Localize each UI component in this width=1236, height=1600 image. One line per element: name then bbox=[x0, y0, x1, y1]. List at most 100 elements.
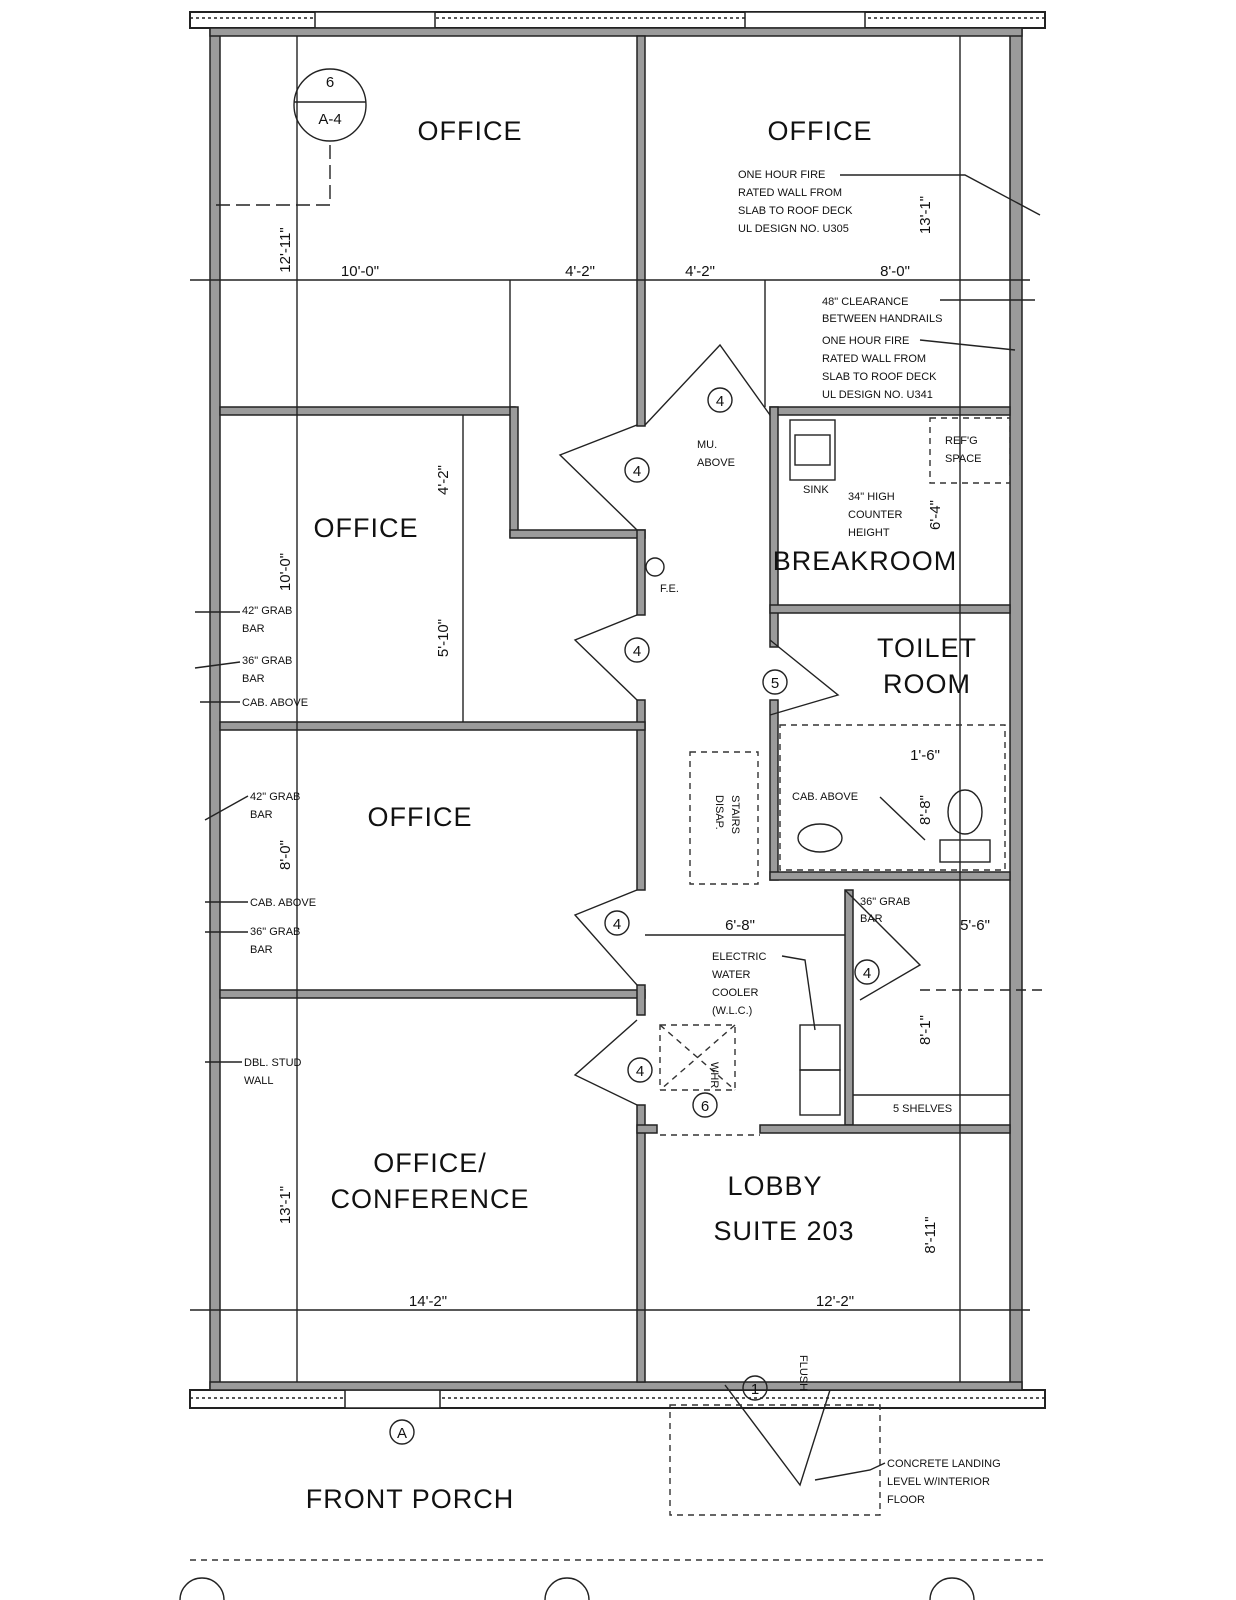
refg-space bbox=[929, 417, 1011, 484]
room-office-conference-2: CONFERENCE bbox=[330, 1184, 529, 1214]
door-tag-4: 4 bbox=[613, 916, 621, 933]
toilet-clearance bbox=[779, 724, 1006, 871]
dim-5-6: 5'-6" bbox=[960, 917, 990, 934]
dim-8-0-top: 8'-0" bbox=[880, 263, 910, 280]
note-mu-line1: MU. bbox=[697, 439, 717, 451]
note-grab42b-line1: 42" GRAB bbox=[250, 791, 300, 803]
detail-callout-sheet: A-4 bbox=[318, 111, 341, 128]
dim-13-1-bottom: 13'-1" bbox=[277, 1186, 294, 1224]
water-cooler-1 bbox=[799, 1024, 841, 1071]
note-refg-line2: SPACE bbox=[945, 453, 981, 465]
note-grab36b-line2: BAR bbox=[250, 944, 273, 956]
note-dbl-stud-line2: WALL bbox=[244, 1075, 274, 1087]
detail-callout-number: 6 bbox=[326, 74, 334, 91]
dim-8-8: 8'-8" bbox=[917, 795, 934, 825]
window-top-1 bbox=[314, 11, 436, 29]
porch-column-3 bbox=[929, 1577, 975, 1600]
wall-h-row1 bbox=[219, 406, 516, 416]
note-flush: FLUSH bbox=[797, 1355, 809, 1391]
wall-h-office-step bbox=[509, 529, 646, 539]
wall-h-lobby-left bbox=[636, 1124, 658, 1134]
leader-grab42b bbox=[204, 795, 249, 821]
door-swing-2 bbox=[573, 614, 638, 701]
dim-5-10: 5'-10" bbox=[435, 619, 452, 657]
note-disap-line1: DISAP. bbox=[713, 795, 725, 830]
door-swing-5 bbox=[573, 889, 638, 986]
door-tag-4: 4 bbox=[863, 965, 871, 982]
wall-v-corridor-left4 bbox=[636, 1104, 646, 1383]
porch-column-1 bbox=[179, 1577, 225, 1600]
note-shelves: 5 SHELVES bbox=[893, 1103, 952, 1115]
room-office-mid: OFFICE bbox=[314, 513, 419, 543]
note-cab-above-1: CAB. ABOVE bbox=[242, 697, 308, 709]
dim-8-11: 8'-11" bbox=[922, 1216, 939, 1253]
note-concrete-line3: FLOOR bbox=[887, 1494, 925, 1506]
note-cab-above-3: CAB. ABOVE bbox=[792, 791, 858, 803]
bottom-exterior-wall bbox=[189, 1389, 1046, 1409]
note-fire-wall-1-line2: RATED WALL FROM bbox=[738, 187, 842, 199]
note-cab-above-2: CAB. ABOVE bbox=[250, 897, 316, 909]
sink-basin bbox=[794, 434, 831, 466]
note-ewc-line4: (W.L.C.) bbox=[712, 1005, 752, 1017]
bottom-inner-wall bbox=[209, 1381, 1023, 1391]
window-tag-a: A bbox=[397, 1425, 407, 1442]
top-inner-wall bbox=[209, 27, 1023, 37]
note-grab42a-line2: BAR bbox=[242, 623, 265, 635]
dim-12-11: 12'-11" bbox=[277, 227, 294, 272]
toilet-tank bbox=[939, 839, 991, 863]
note-ewc-line3: COOLER bbox=[712, 987, 759, 999]
leader-fire-wall-2 bbox=[919, 339, 1016, 351]
door-tag-4: 4 bbox=[633, 463, 641, 480]
note-ewc-line1: ELECTRIC bbox=[712, 951, 766, 963]
door-swing-7 bbox=[573, 1019, 638, 1106]
door-tag-4: 4 bbox=[636, 1063, 644, 1080]
wall-v-toilet bbox=[769, 699, 779, 881]
dim-4-2-a: 4'-2" bbox=[565, 263, 595, 280]
wall-h-lobby-top bbox=[759, 1124, 1011, 1134]
room-office-conference-1: OFFICE/ bbox=[373, 1148, 487, 1178]
detail-leader bbox=[215, 145, 331, 206]
dim-8-1: 8'-1" bbox=[917, 1015, 934, 1045]
dim-4-2-b: 4'-2" bbox=[685, 263, 715, 280]
note-counter-line3: HEIGHT bbox=[848, 527, 890, 539]
door-swing-3 bbox=[644, 343, 771, 426]
note-fire-wall-1-line4: UL DESIGN NO. U305 bbox=[738, 223, 849, 235]
note-fire-wall-1-line1: ONE HOUR FIRE bbox=[738, 169, 825, 181]
disappearing-stairs bbox=[689, 751, 759, 885]
note-fire-wall-2-line3: SLAB TO ROOF DECK bbox=[822, 371, 937, 383]
wall-h-breakroom-top bbox=[769, 406, 1011, 416]
leader-fire-wall-1 bbox=[840, 174, 1041, 216]
dim-12-2: 12'-2" bbox=[816, 1293, 854, 1310]
note-fire-wall-2-line1: ONE HOUR FIRE bbox=[822, 335, 909, 347]
note-counter-line2: COUNTER bbox=[848, 509, 902, 521]
note-concrete-line1: CONCRETE LANDING bbox=[887, 1458, 1001, 1470]
dim-1-6: 1'-6" bbox=[910, 747, 940, 764]
note-whr: WHR bbox=[708, 1062, 720, 1088]
leader-ewc bbox=[781, 955, 816, 1031]
attic-access bbox=[659, 1024, 736, 1091]
door-swing-entry bbox=[724, 1384, 831, 1487]
note-grab36c-line2: BAR bbox=[860, 913, 883, 925]
dim-8-0-office: 8'-0" bbox=[277, 840, 294, 870]
door-tag-4: 4 bbox=[633, 643, 641, 660]
room-front-porch: FRONT PORCH bbox=[306, 1484, 515, 1514]
dim-14-2: 14'-2" bbox=[409, 1293, 447, 1310]
left-exterior-wall bbox=[209, 27, 221, 1391]
door-tag-4: 4 bbox=[716, 393, 724, 410]
note-fire-wall-1-line3: SLAB TO ROOF DECK bbox=[738, 205, 853, 217]
lavatory bbox=[797, 823, 843, 853]
note-disap-line2: STAIRS bbox=[729, 795, 741, 834]
sink bbox=[789, 419, 836, 481]
note-fe: F.E. bbox=[660, 583, 679, 595]
room-toilet-2: ROOM bbox=[883, 669, 971, 699]
dim-6-8: 6'-8" bbox=[725, 917, 755, 934]
right-exterior-wall bbox=[1009, 27, 1023, 1391]
wall-v-corridor-left1 bbox=[636, 529, 646, 616]
wall-h-row2 bbox=[219, 721, 646, 731]
note-ewc-line2: WATER bbox=[712, 969, 751, 981]
window-top-2 bbox=[744, 11, 866, 29]
note-fire-wall-2-line4: UL DESIGN NO. U341 bbox=[822, 389, 933, 401]
note-dbl-stud-line1: DBL. STUD bbox=[244, 1057, 302, 1069]
door-swing-6 bbox=[844, 889, 922, 1001]
